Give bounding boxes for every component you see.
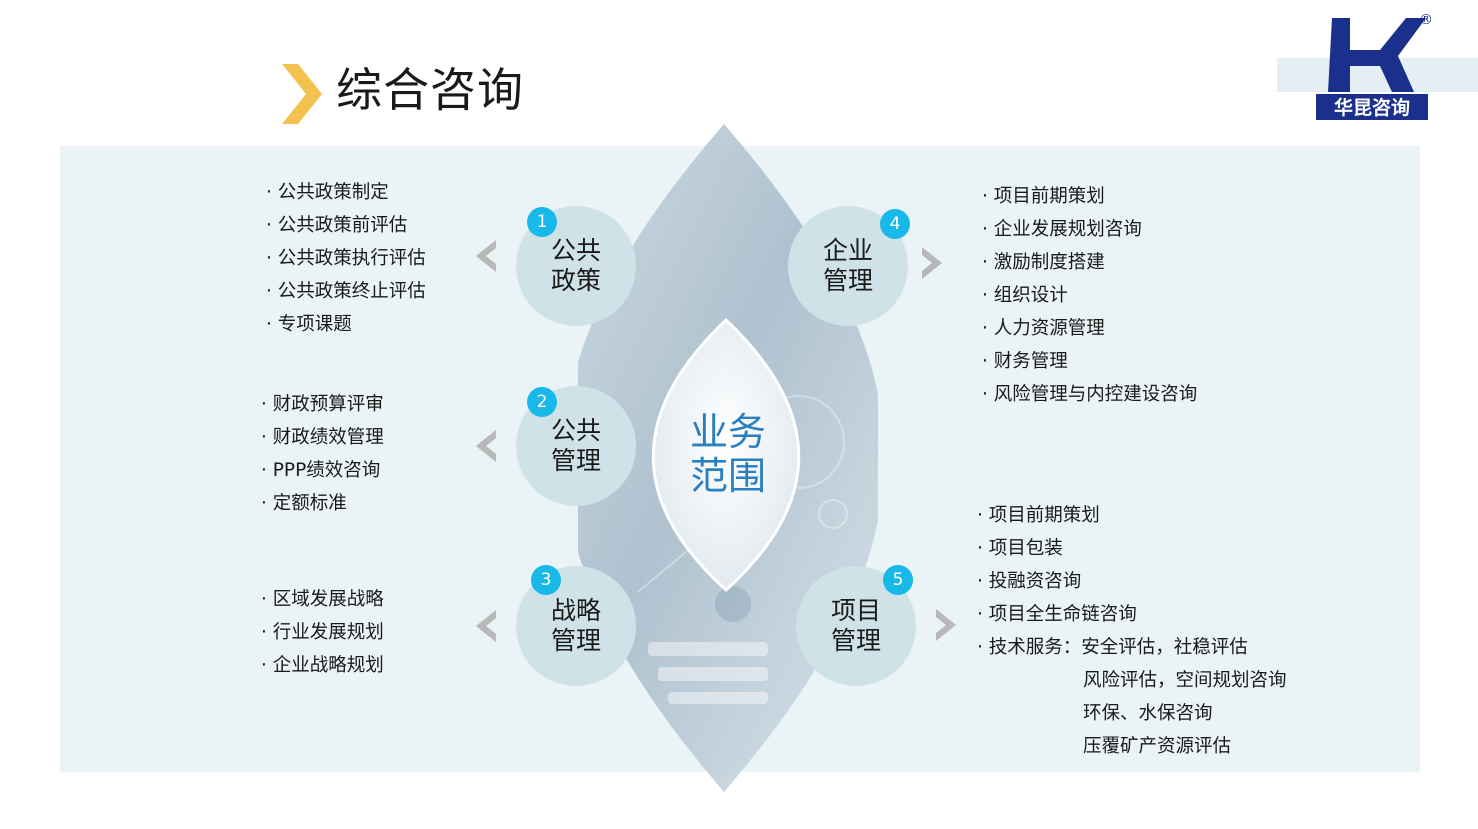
center-label: 业务 范围 (678, 410, 778, 498)
list-item: · 公共政策执行评估 (266, 248, 426, 269)
list-item: · 企业战略规划 (261, 655, 384, 676)
list-item: 环保、水保咨询 (1083, 703, 1213, 724)
category-title-line2: 管理 (550, 626, 601, 655)
list-item: · 财政预算评审 (261, 394, 384, 415)
category-title-line1: 企业 (822, 236, 873, 265)
list-item: · 定额标准 (261, 493, 347, 514)
category-title-line2: 管理 (822, 266, 873, 295)
list-public-policy: · 公共政策制定 · 公共政策前评估 · 公共政策执行评估 · 公共政策终止评估… (266, 176, 426, 341)
category-title-line2: 政策 (550, 266, 601, 295)
badge-number-5: 5 (883, 565, 913, 595)
list-item: · 企业发展规划咨询 (982, 219, 1142, 240)
category-title-line1: 战略 (550, 596, 601, 625)
badge-number-4: 4 (880, 209, 910, 239)
list-item: · 公共政策制定 (266, 182, 389, 203)
list-item: · 专项课题 (266, 314, 352, 335)
list-item: · 财政绩效管理 (261, 427, 384, 448)
list-enterprise-management: · 项目前期策划 · 企业发展规划咨询 · 激励制度搭建 · 组织设计 · 人力… (982, 180, 1197, 411)
list-item: · 区域发展战略 (261, 589, 384, 610)
left-arrow-icon (476, 430, 496, 462)
list-item: · 激励制度搭建 (982, 252, 1105, 273)
tech-services-label: 技术服务： (988, 637, 1082, 658)
category-title-line1: 公共 (550, 236, 601, 265)
list-item: · 投融资咨询 (977, 571, 1082, 592)
center-label-line1: 业务 (689, 410, 766, 454)
list-project-management: · 项目前期策划 · 项目包装 · 投融资咨询 · 项目全生命链咨询 · 技术服… (977, 499, 1287, 763)
category-title-line2: 管理 (550, 446, 601, 475)
list-item: · 公共政策前评估 (266, 215, 408, 236)
list-item: · 风险管理与内控建设咨询 (982, 384, 1198, 405)
badge-number-2: 2 (527, 387, 557, 417)
badge-number-3: 3 (531, 565, 561, 595)
list-item: · 项目前期策划 (982, 186, 1105, 207)
list-item: · 项目全生命链咨询 (977, 604, 1137, 625)
title-chevron-icon (282, 64, 322, 124)
list-item: · 组织设计 (982, 285, 1068, 306)
badge-number-1: 1 (527, 207, 557, 237)
list-item: · 项目前期策划 (977, 505, 1100, 526)
registered-mark: ® (1419, 12, 1433, 28)
list-strategy-management: · 区域发展战略 · 行业发展规划 · 企业战略规划 (261, 583, 384, 682)
left-arrow-icon (476, 610, 496, 642)
right-arrow-icon (936, 609, 956, 641)
page-title: 综合咨询 (336, 63, 524, 117)
list-item: · 行业发展规划 (261, 622, 384, 643)
category-title-line1: 项目 (830, 596, 881, 625)
category-circle-strategy-management: 战略 管理 (516, 566, 636, 686)
left-arrow-icon (476, 240, 496, 272)
category-title-line2: 管理 (830, 626, 881, 655)
list-item: · PPP绩效咨询 (261, 460, 381, 481)
list-item: · 人力资源管理 (982, 318, 1105, 339)
list-item: · 公共政策终止评估 (266, 281, 426, 302)
center-label-line2: 范围 (689, 454, 766, 498)
category-title-line1: 公共 (550, 416, 601, 445)
list-item-tech-services: · 技术服务：安全评估，社稳评估 (977, 637, 1248, 658)
list-public-management: · 财政预算评审 · 财政绩效管理 · PPP绩效咨询 · 定额标准 (261, 388, 384, 520)
list-item: · 项目包装 (977, 538, 1063, 559)
list-item: 风险评估，空间规划咨询 (1083, 670, 1287, 691)
list-item: 压覆矿产资源评估 (1083, 736, 1232, 757)
company-logo: 华昆咨询 ® (1316, 12, 1433, 120)
list-item: · 财务管理 (982, 351, 1068, 372)
logo-text: 华昆咨询 (1334, 96, 1410, 119)
category-circle-public-policy: 公共 政策 (516, 206, 636, 326)
right-arrow-icon (922, 247, 942, 279)
